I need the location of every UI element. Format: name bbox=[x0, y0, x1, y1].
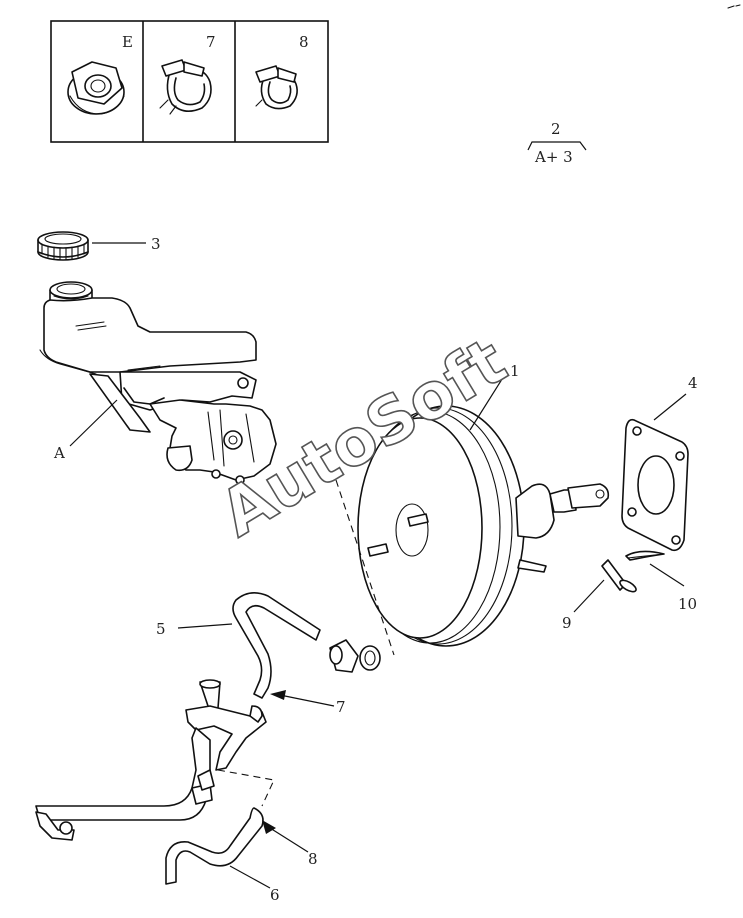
legend-cell-label-e: E bbox=[122, 33, 133, 51]
spring-clip bbox=[625, 550, 665, 561]
vacuum-hose-5 bbox=[232, 592, 321, 699]
legend-cell-label-8: 8 bbox=[299, 33, 309, 51]
assembly-note: 2 A+ 3 bbox=[527, 120, 587, 166]
arrow-7 bbox=[270, 690, 286, 700]
callout-5: 5 bbox=[156, 620, 166, 638]
note-bottom: A+ 3 bbox=[534, 148, 573, 166]
callout-9: 9 bbox=[562, 614, 572, 632]
arrow-8 bbox=[262, 820, 276, 834]
callout-4: 4 bbox=[688, 374, 698, 392]
callout-3: 3 bbox=[151, 235, 161, 253]
callout-1: 1 bbox=[510, 362, 520, 380]
callout-6: 6 bbox=[270, 886, 280, 904]
grommet-and-washer bbox=[329, 639, 381, 673]
callout-10: 10 bbox=[678, 595, 697, 613]
legend-cell-label-7: 7 bbox=[206, 33, 216, 51]
note-top: 2 bbox=[551, 120, 561, 138]
callout-8: 8 bbox=[308, 850, 318, 868]
hose-clamp-icon-8 bbox=[255, 65, 298, 110]
hose-clamp-icon-7 bbox=[159, 59, 212, 115]
brake-booster bbox=[357, 405, 610, 647]
gasket-plate bbox=[621, 418, 689, 552]
clevis-pin bbox=[601, 559, 637, 593]
reservoir-cap bbox=[37, 231, 89, 261]
hex-flange-nut-icon bbox=[67, 61, 125, 115]
callout-7: 7 bbox=[336, 698, 346, 716]
master-cylinder-reservoir bbox=[39, 281, 277, 485]
legend-table: E 7 8 bbox=[50, 20, 329, 143]
corner-mark bbox=[727, 4, 741, 9]
callout-a: A bbox=[53, 444, 65, 462]
vacuum-pipe bbox=[35, 679, 267, 841]
vacuum-hose-6 bbox=[165, 807, 264, 885]
